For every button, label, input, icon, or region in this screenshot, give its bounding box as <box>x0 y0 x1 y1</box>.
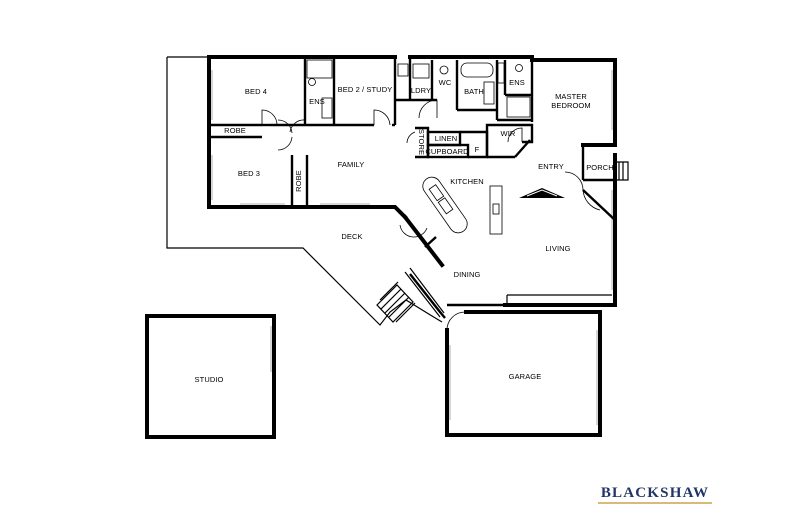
label-dining: DINING <box>454 270 481 279</box>
label-bed2: BED 2 / STUDY <box>338 85 393 94</box>
toilet <box>439 65 449 75</box>
kitchen-appliance <box>492 203 500 215</box>
label-kitchen: KITCHEN <box>450 177 484 186</box>
laundry-sink <box>397 63 409 77</box>
label-master: MASTER <box>555 92 587 101</box>
label-robe1: ROBE <box>224 126 246 135</box>
label-f: F <box>475 145 480 154</box>
sliding-door <box>409 267 445 314</box>
label-linen: LINEN <box>435 134 458 143</box>
entry-diag-wall <box>582 189 616 221</box>
deck-door <box>424 236 437 248</box>
toilet <box>515 64 523 72</box>
fireplace-icon <box>519 188 565 198</box>
stairs <box>376 281 416 323</box>
door-arc <box>289 119 306 133</box>
vanity <box>321 97 333 119</box>
label-deck: DECK <box>341 232 362 241</box>
door-arc <box>406 131 416 144</box>
bath-tub <box>460 62 494 78</box>
vanity <box>497 62 505 84</box>
label-store: STORE <box>417 129 426 155</box>
label-robe2: ROBE <box>294 170 303 192</box>
entry-door-arc <box>564 171 584 191</box>
label-bath: BATH <box>464 87 484 96</box>
label-wc: WC <box>439 78 452 87</box>
label-garage: GARAGE <box>509 372 542 381</box>
entry-door-arc <box>582 189 601 211</box>
toilet <box>308 78 316 86</box>
label-living: LIVING <box>545 244 570 253</box>
label-ldry: LDRY <box>411 86 431 95</box>
bath-vanity <box>483 81 495 105</box>
label-cupboard: CUPBOARD <box>425 147 469 156</box>
master-wall <box>530 55 617 147</box>
door-arc <box>261 109 278 126</box>
living-left-diag <box>402 214 445 268</box>
label-entry: ENTRY <box>538 162 564 171</box>
brand-logo: BLACKSHAW <box>598 485 712 504</box>
door-arc <box>418 99 438 119</box>
cupboard-block <box>426 143 470 159</box>
house-outer-wall <box>207 55 408 220</box>
deck-outline <box>166 57 443 326</box>
shower <box>506 96 531 118</box>
fireplace-detail <box>526 189 558 197</box>
door-arc <box>277 119 293 151</box>
label-ens2: ENS <box>509 78 525 87</box>
brand-name: BLACKSHAW <box>601 485 709 501</box>
garage-door-arc <box>446 311 466 331</box>
door-arc <box>373 109 391 126</box>
garage-walls <box>445 310 602 437</box>
label-bed4: BED 4 <box>245 87 267 96</box>
label-bedroom: BEDROOM <box>551 101 590 110</box>
dining-wall <box>409 273 446 319</box>
washing-machine <box>412 63 430 79</box>
label-wir: WIR <box>501 129 516 138</box>
kitchen-island <box>422 176 468 234</box>
label-porch: PORCH <box>586 163 614 172</box>
label-ens1: ENS <box>309 97 325 106</box>
sliding-door <box>404 271 441 318</box>
label-studio: STUDIO <box>195 375 224 384</box>
label-bed3: BED 3 <box>238 169 260 178</box>
porch-wall <box>503 153 617 307</box>
door-arc <box>507 127 523 143</box>
porch-steps <box>615 161 629 181</box>
studio-walls <box>145 314 276 439</box>
deck-door-arc <box>399 224 428 238</box>
label-family: FAMILY <box>338 160 365 169</box>
shower <box>306 59 333 79</box>
entry-wall <box>514 139 531 158</box>
